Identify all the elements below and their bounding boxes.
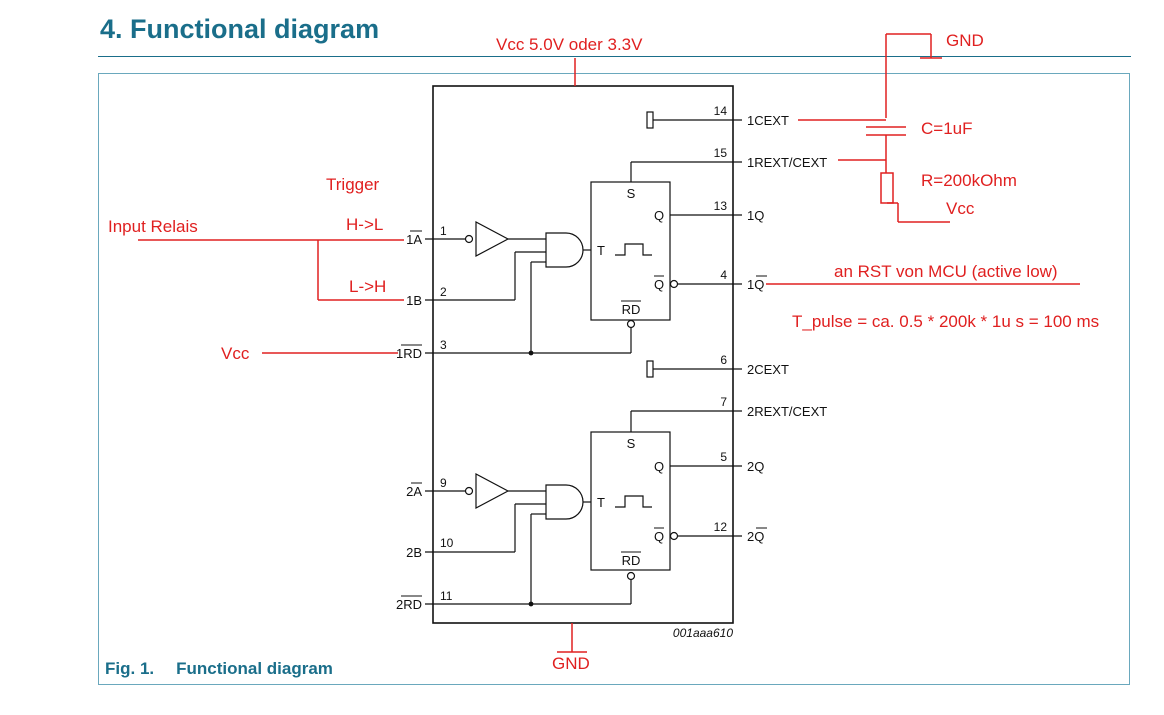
heading-rule [98,56,1131,57]
pin-13-number: 13 [714,199,728,213]
pin-11-number: 11 [440,589,453,603]
pin-3-number: 3 [440,338,447,352]
pin-2rd-label: 2RD [396,597,422,612]
capacitor-label: C=1uF [921,119,973,138]
schematic-lines [425,85,742,624]
figure-title: Functional diagram [176,659,333,678]
pin-1q-label: 1Q [747,208,764,223]
ff2-qbar-label: Q [654,529,664,544]
pin-2a-label: 2A [406,484,422,499]
section-number: 4. [100,14,123,44]
pulse-symbol-1 [615,243,652,256]
ff1-reset-label: RD [622,302,641,317]
ff1-t-label: T [597,243,605,258]
pin-1rd-label: 1RD [396,346,422,361]
pin-6-number: 6 [720,353,727,367]
pin-10-number: 10 [440,536,454,550]
pin-2b-label: 2B [406,545,422,560]
gnd-bottom-label: GND [552,654,590,673]
gnd-top-label: GND [946,31,984,50]
vcc-resistor-label: Vcc [946,199,975,218]
pin-2cext-label: 2CEXT [747,362,789,377]
pin-1rext-label: 1REXT/CEXT [747,155,827,170]
figure-frame [98,73,1130,685]
pin-9-number: 9 [440,476,447,490]
pin-7-number: 7 [720,395,727,409]
figure-code: 001aaa610 [673,626,733,640]
pin-2qbar-label: 2Q [747,529,764,544]
ff1-qbar-label: Q [654,277,664,292]
pulse-symbol-2 [615,495,652,508]
trigger-label: Trigger [326,175,380,194]
pulse-formula-label: T_pulse = ca. 0.5 * 200k * 1u s = 100 ms [792,312,1099,331]
vcc-reset-label: Vcc [221,344,250,363]
pin-1a-label: 1A [406,232,422,247]
pin-1-number: 1 [440,224,447,238]
ff1-q-label: Q [654,208,664,223]
and-gate-1 [545,232,584,268]
buffer-1 [475,221,510,257]
annotation-wiring [138,33,1080,653]
pin-4-number: 4 [720,268,727,282]
rst-target-label: an RST von MCU (active low) [834,262,1058,281]
pin-1b-label: 1B [406,293,422,308]
pin-2rext-label: 2REXT/CEXT [747,404,827,419]
pin-2q-label: 2Q [747,459,764,474]
ff2-reset-label: RD [622,553,641,568]
pin-1qbar-label: 1Q [747,277,764,292]
buffer-2 [475,473,510,509]
pin-15-number: 15 [714,146,728,160]
pin-14-number: 14 [714,104,728,118]
and-gate-2 [545,484,584,520]
ff2-t-label: T [597,495,605,510]
pin-12-number: 12 [714,520,728,534]
ic-body [432,85,734,624]
ff2-set-label: S [627,436,636,451]
edge-rising-label: L->H [349,277,386,296]
section-heading: 4. Functional diagram [100,14,379,45]
ff2-q-label: Q [654,459,664,474]
edge-falling-label: H->L [346,215,383,234]
section-title: Functional diagram [130,14,380,44]
resistor-label: R=200kOhm [921,171,1017,190]
pin-1cext-label: 1CEXT [747,113,789,128]
vcc-supply-label: Vcc 5.0V oder 3.3V [496,35,643,54]
buffer-1-bubble [464,234,474,244]
input-relais-label: Input Relais [108,217,198,236]
ff1-set-label: S [627,186,636,201]
junction-dots [528,350,534,607]
pin-5-number: 5 [720,450,727,464]
pin-2-number: 2 [440,285,447,299]
figure-caption: Fig. 1. Functional diagram [105,659,333,679]
figure-label: Fig. 1. [105,659,155,678]
